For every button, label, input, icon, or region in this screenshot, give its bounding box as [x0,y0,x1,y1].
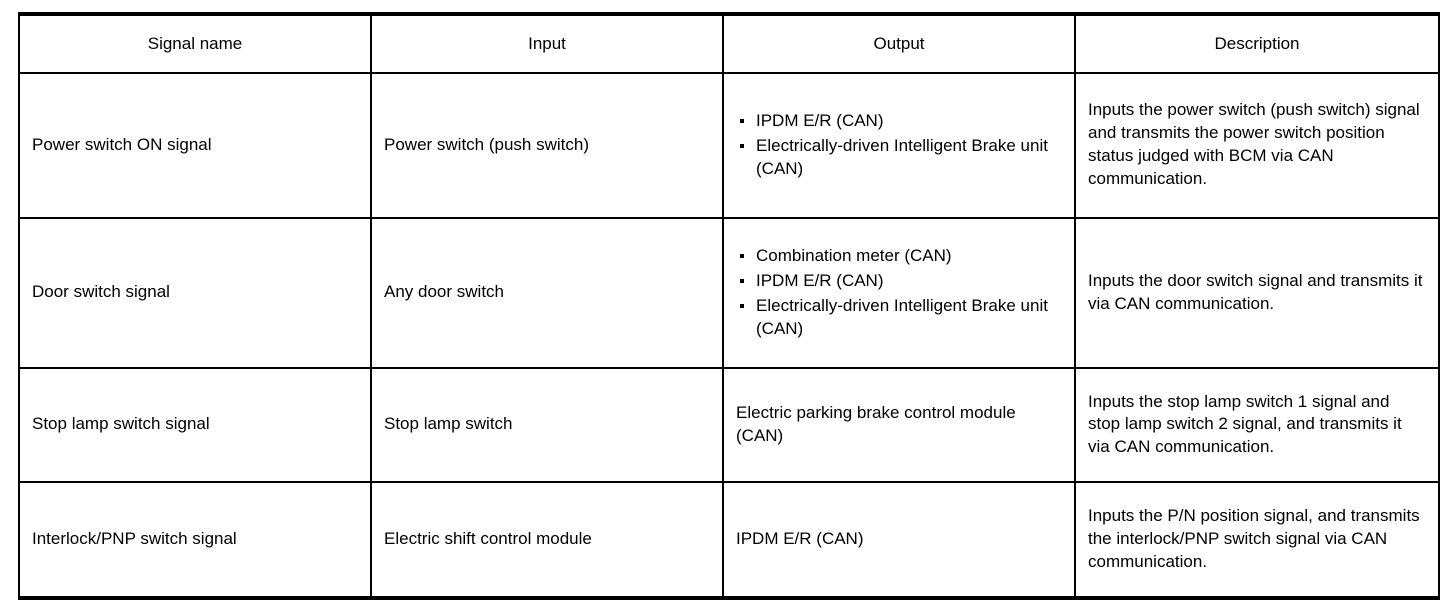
list-item: Electrically-driven Intelligent Brake un… [736,135,1062,181]
description-text: Inputs the P/N position signal, and tran… [1088,506,1420,572]
table-body: Power switch ON signal Power switch (pus… [18,73,1440,598]
output-text: Electric parking brake control module (C… [736,403,1016,445]
table-row: Power switch ON signal Power switch (pus… [18,73,1440,218]
input-text: Power switch (push switch) [384,134,590,154]
input-text: Electric shift control module [384,529,592,549]
column-header-input: Input [370,14,724,74]
cell-input: Power switch (push switch) [370,73,724,218]
cell-signal-name: Power switch ON signal [18,73,372,218]
cell-description: Inputs the stop lamp switch 1 signal and… [1074,366,1440,483]
list-item: IPDM E/R (CAN) [736,110,1062,133]
cell-description: Inputs the P/N position signal, and tran… [1074,481,1440,598]
cell-output: Electric parking brake control module (C… [722,366,1076,483]
table-row: Interlock/PNP switch signal Electric shi… [18,481,1440,598]
table-row: Door switch signal Any door switch Combi… [18,216,1440,368]
cell-output: IPDM E/R (CAN) [722,481,1076,598]
description-text: Inputs the stop lamp switch 1 signal and… [1088,391,1402,457]
signal-name-text: Interlock/PNP switch signal [32,529,237,549]
signal-specification-table: Signal name Input Output Description Pow… [18,12,1440,600]
cell-output: IPDM E/R (CAN) Electrically-driven Intel… [722,73,1076,218]
list-item: Combination meter (CAN) [736,245,1062,268]
cell-description: Inputs the power switch (push switch) si… [1074,73,1440,218]
table-header: Signal name Input Output Description [18,14,1440,74]
column-header-description: Description [1074,14,1440,74]
signal-name-text: Door switch signal [32,282,170,302]
output-list: Combination meter (CAN) IPDM E/R (CAN) E… [736,245,1062,341]
list-item: Electrically-driven Intelligent Brake un… [736,295,1062,341]
signal-name-text: Stop lamp switch signal [32,414,210,434]
input-text: Any door switch [384,282,504,302]
column-header-signal-name: Signal name [18,14,372,74]
description-text: Inputs the door switch signal and transm… [1088,270,1423,313]
header-row: Signal name Input Output Description [18,14,1440,74]
input-text: Stop lamp switch [384,414,513,434]
description-text: Inputs the power switch (push switch) si… [1088,100,1420,189]
table-row: Stop lamp switch signal Stop lamp switch… [18,366,1440,483]
cell-input: Stop lamp switch [370,366,724,483]
cell-input: Electric shift control module [370,481,724,598]
cell-signal-name: Door switch signal [18,216,372,368]
cell-description: Inputs the door switch signal and transm… [1074,216,1440,368]
cell-output: Combination meter (CAN) IPDM E/R (CAN) E… [722,216,1076,368]
cell-input: Any door switch [370,216,724,368]
column-header-output: Output [722,14,1076,74]
cell-signal-name: Interlock/PNP switch signal [18,481,372,598]
output-list: IPDM E/R (CAN) Electrically-driven Intel… [736,110,1062,181]
output-text: IPDM E/R (CAN) [736,529,864,549]
cell-signal-name: Stop lamp switch signal [18,366,372,483]
list-item: IPDM E/R (CAN) [736,270,1062,293]
signal-name-text: Power switch ON signal [32,134,212,154]
